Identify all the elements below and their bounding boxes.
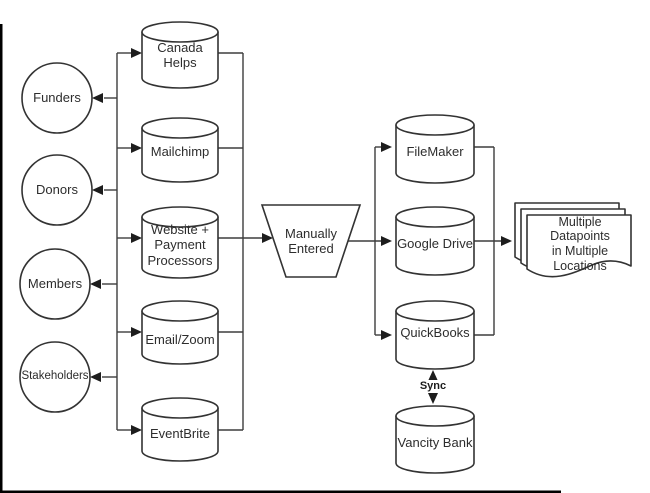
- arrowhead-mailchimp: [131, 143, 142, 153]
- quickbooks-cylinder: [395, 300, 475, 370]
- arrowhead-output-document: [501, 236, 512, 246]
- eventbrite-label: EventBrite: [150, 426, 210, 442]
- output-document-stack: [514, 202, 632, 278]
- funders-label: Funders: [33, 90, 81, 106]
- mailchimp-cylinder: [141, 117, 219, 183]
- donors-circle: [21, 154, 93, 226]
- left-edge-border: [0, 24, 3, 493]
- arrowhead-sync-down: [428, 393, 438, 404]
- sync-label: Sync: [415, 380, 451, 393]
- funders-circle: [21, 62, 93, 134]
- manually-entered-funnel: [260, 204, 362, 278]
- quickbooks-label: QuickBooks: [400, 325, 470, 341]
- filemaker-cylinder: [395, 114, 475, 184]
- website-payment-label: Website + Payment Processors: [147, 222, 213, 268]
- members-circle: [19, 248, 91, 320]
- google-drive-cylinder: [395, 206, 475, 276]
- manually-entered-label: Manually Entered: [284, 225, 338, 256]
- stakeholders-label: Stakeholders: [21, 370, 89, 383]
- eventbrite-cylinder: [141, 397, 219, 462]
- arrowhead-quickbooks: [381, 330, 392, 340]
- arrowhead-website: [131, 233, 142, 243]
- arrowhead-donors: [92, 185, 103, 195]
- mailchimp-label: Mailchimp: [150, 144, 210, 160]
- filemaker-label: FileMaker: [406, 144, 464, 160]
- vancity-bank-label: Vancity Bank: [397, 435, 473, 451]
- document-page-front: [526, 214, 632, 278]
- stakeholders-circle: [19, 341, 91, 413]
- arrowhead-filemaker: [381, 142, 392, 152]
- email-zoom-cylinder: [141, 300, 219, 365]
- canada-helps-label: Canada Helps: [157, 39, 203, 70]
- arrowhead-stakeholders: [90, 372, 101, 382]
- bottom-edge-border: [0, 490, 561, 493]
- email-zoom-label: Email/Zoom: [145, 332, 215, 348]
- arrowhead-sync-up: [428, 370, 438, 381]
- arrowhead-google-drive: [381, 236, 392, 246]
- vancity-bank-cylinder: [395, 405, 475, 474]
- arrowhead-manually-entered: [262, 233, 273, 243]
- arrowhead-emailzoom: [131, 327, 142, 337]
- google-drive-label: Google Drive: [397, 236, 473, 252]
- donors-label: Donors: [36, 182, 78, 198]
- arrowhead-eventbrite: [131, 425, 142, 435]
- members-label: Members: [27, 276, 83, 292]
- arrowhead-funders: [92, 93, 103, 103]
- arrowhead-members: [90, 279, 101, 289]
- website-payment-cylinder: [141, 206, 219, 279]
- arrowhead-canada-helps: [131, 48, 142, 58]
- output-document-label: Multiple Datapoints in Multiple Location…: [550, 214, 610, 273]
- canada-helps-cylinder: [141, 21, 219, 89]
